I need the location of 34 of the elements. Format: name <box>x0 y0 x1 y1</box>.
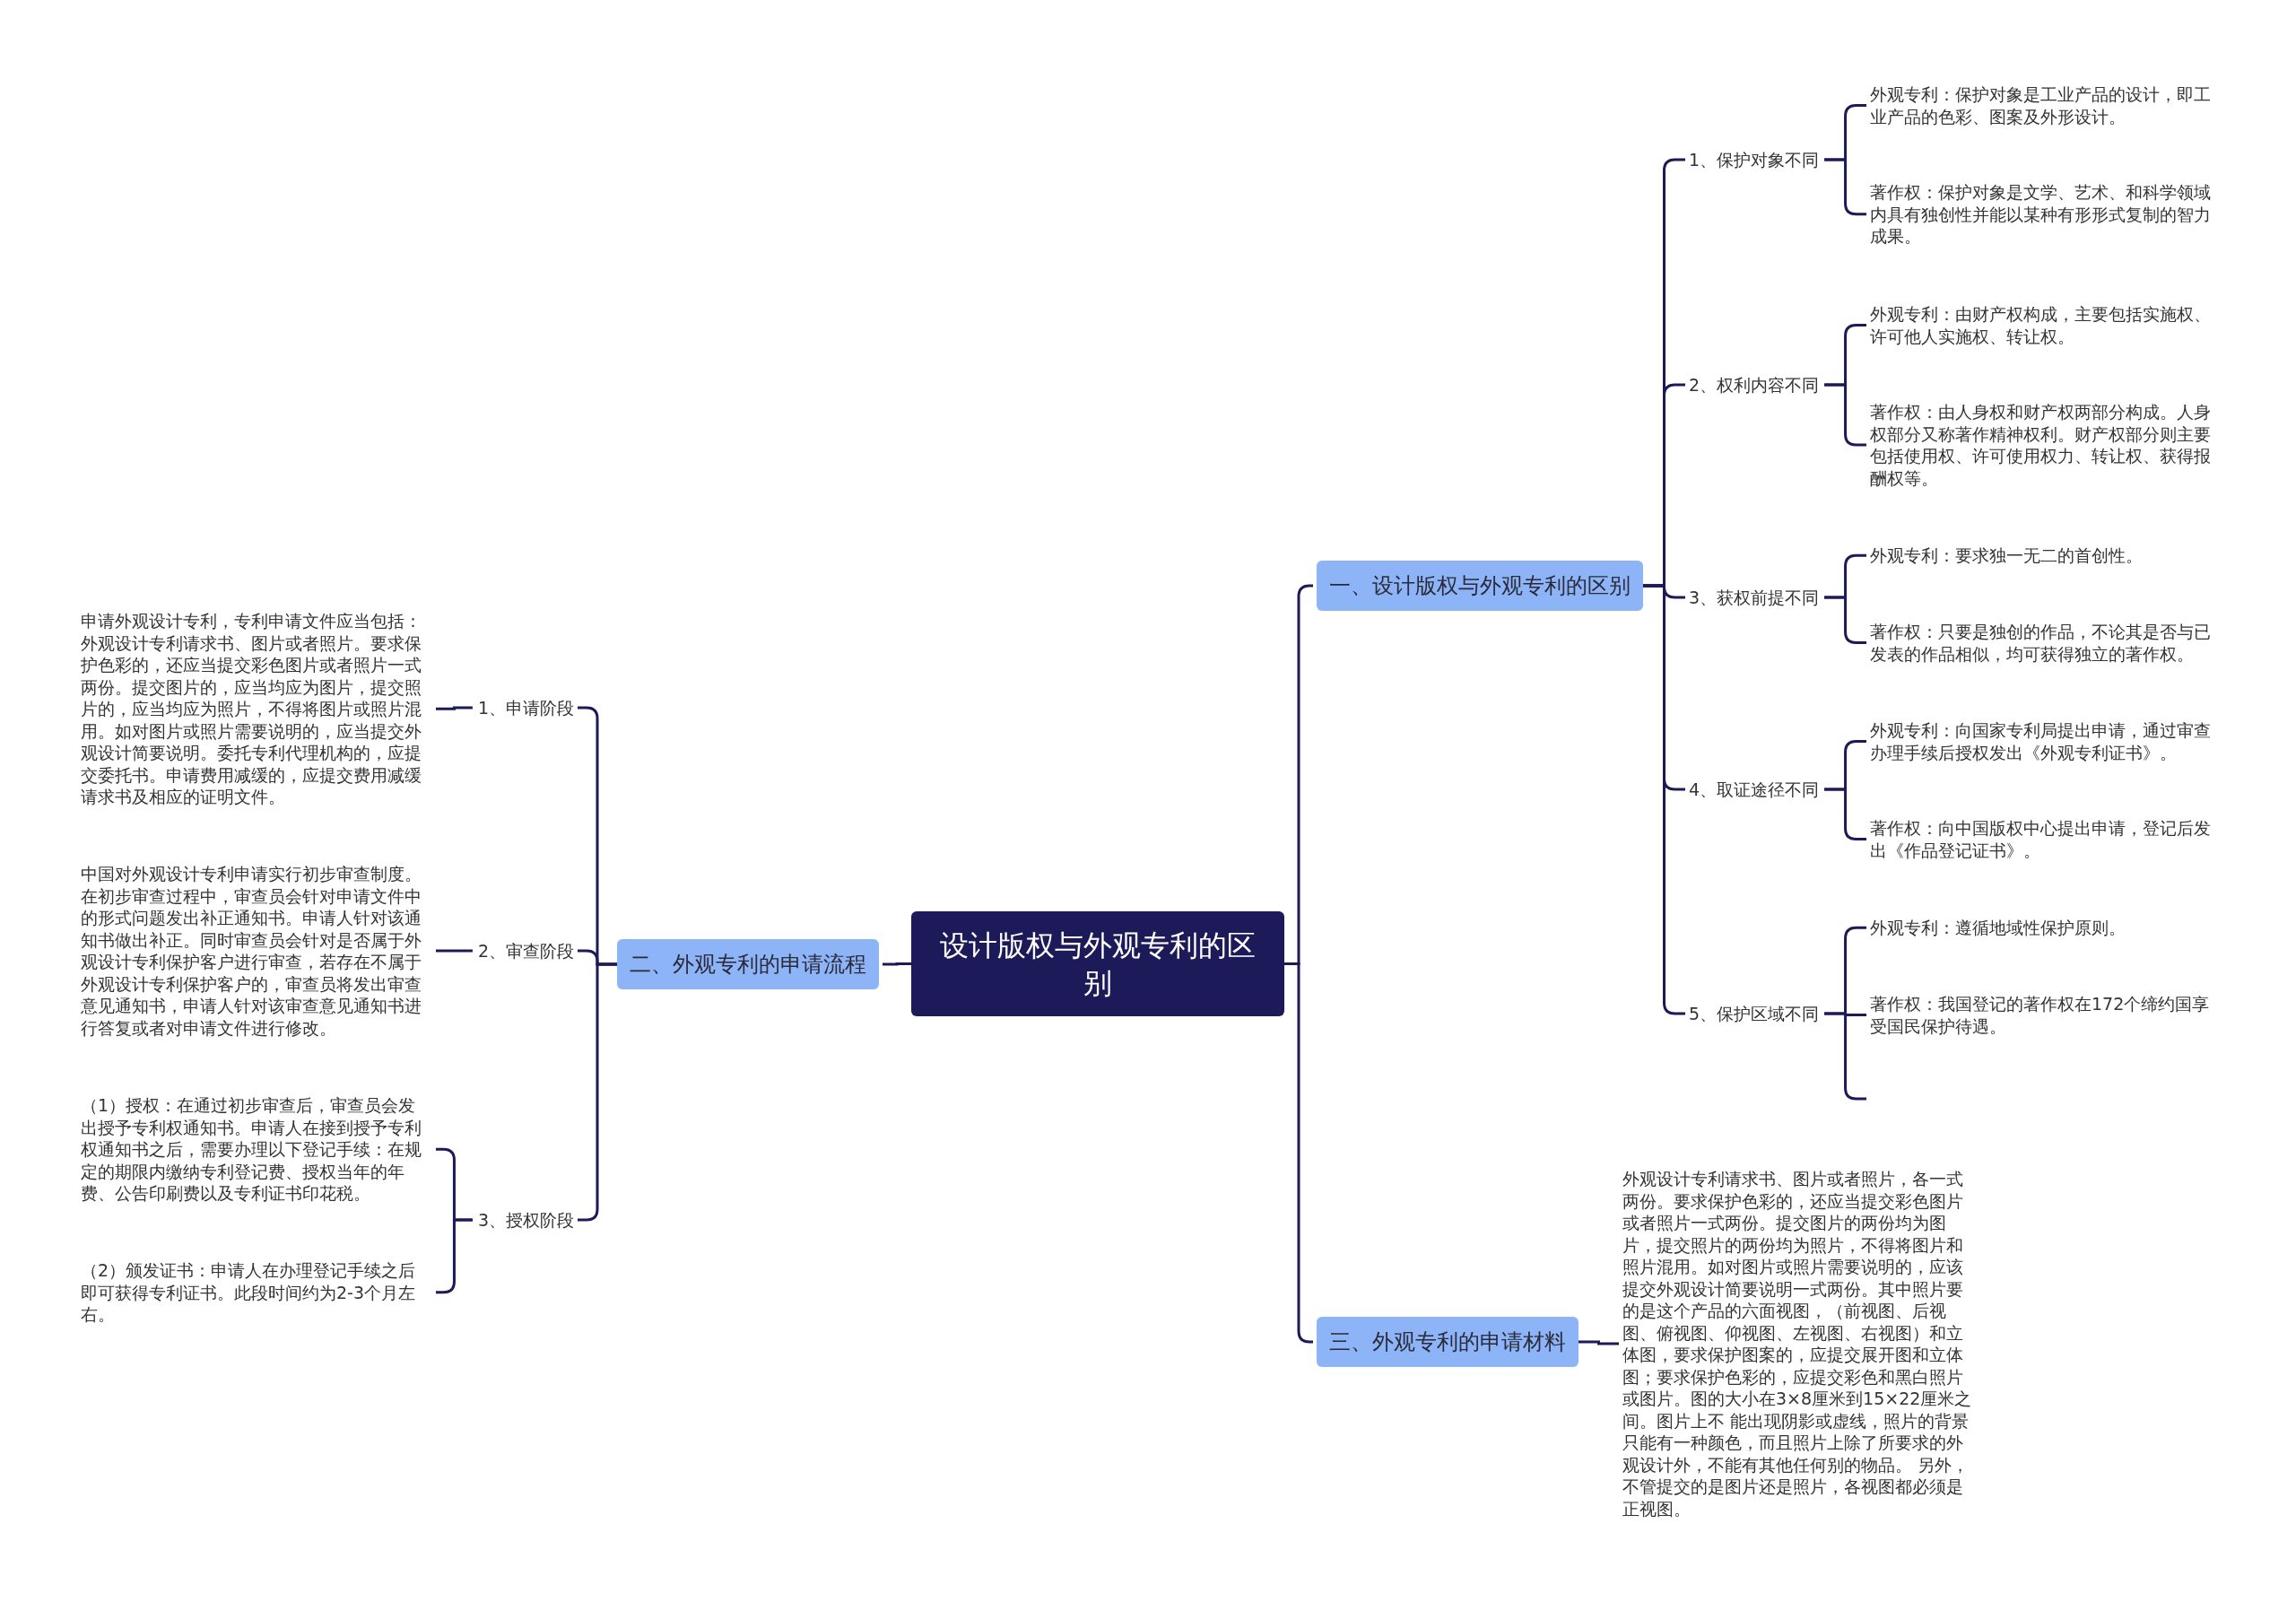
subtopic-text: 2、审查阶段 <box>477 940 574 962</box>
connector-line <box>883 962 911 966</box>
connector-line <box>436 949 473 953</box>
detail-text: 外观专利：由财产权构成，主要包括实施权、许可他人实施权、转让权。 <box>1870 303 2225 347</box>
branch-box: 三、外观专利的申请材料 <box>1317 1317 1578 1367</box>
connector-line <box>436 706 473 710</box>
connector-line <box>1284 962 1313 1344</box>
subtopic-text: 3、获权前提不同 <box>1689 587 1820 608</box>
detail-text: 外观专利：遵循地域性保护原则。 <box>1870 917 2225 939</box>
connector-line <box>1824 1012 1866 1016</box>
detail-text: 著作权：由人身权和财产权两部分构成。人身权部分又称著作精神权利。财产权部分则主要包括使用权、许可使用权力、转让权、获得报酬权等。 <box>1870 401 2225 489</box>
central-topic-box: 设计版权与外观专利的区别 <box>911 911 1284 1016</box>
detail-text: 申请外观设计专利，专利申请文件应当包括：外观设计专利请求书、图片或者照片。要求保护色彩的，还应当提交彩色图片或者照片一式两份。提交图片的，应当均应为图片，提交照片的，应当均应为照片，不得将图片或照片混用。如对图片或照片需要说明的，应当提交外观设计简要说明。委托专利代理机构的，应提交委托书。申请费用减缓的，应提交费用减缓请求书及相应的证明文件。 <box>81 610 432 808</box>
detail-text: （1）授权：在通过初步审查后，审查员会发出授予专利权通知书。申请人在接到授予专利权通知书之后，需要办理以下登记手续：在规定的期限内缴纳专利登记费、授权当年的年费、公告印刷费以及专利证书印花税。 <box>81 1094 432 1205</box>
detail-text: 著作权：只要是独创的作品，不论其是否与已发表的作品相似，均可获得独立的著作权。 <box>1870 621 2225 665</box>
branch-box: 二、外观专利的申请流程 <box>617 939 879 989</box>
subtopic-text: 2、权利内容不同 <box>1689 374 1820 396</box>
subtopic-text: 3、授权阶段 <box>477 1209 574 1231</box>
detail-text: （2）颁发证书：申请人在办理登记手续之后即可获得专利证书。此段时间约为2-3个月左右。 <box>81 1259 432 1326</box>
detail-text: 外观专利：保护对象是工业产品的设计，即工业产品的色彩、图案及外形设计。 <box>1870 83 2225 127</box>
detail-text: 著作权：我国登记的著作权在172个缔约国享受国民保护待遇。 <box>1870 993 2225 1037</box>
detail-text: 著作权：向中国版权中心提出申请，登记后发出《作品登记证书》。 <box>1870 817 2225 861</box>
subtopic-text: 4、取证途径不同 <box>1689 779 1820 800</box>
detail-text: 著作权：保护对象是文学、艺术、和科学领域内具有独创性并能以某种有形形式复制的智力成果。 <box>1870 181 2225 248</box>
connector-line <box>1578 1340 1619 1345</box>
subtopic-text: 1、保护对象不同 <box>1689 149 1820 170</box>
subtopic-text: 1、申请阶段 <box>477 697 574 718</box>
connector-line <box>1824 596 1866 644</box>
branch-box: 一、设计版权与外观专利的区别 <box>1317 561 1643 611</box>
detail-text: 外观专利：向国家专利局提出申请，通过审查办理手续后授权发出《外观专利证书》。 <box>1870 719 2225 763</box>
detail-text: 中国对外观设计专利申请实行初步审查制度。在初步审查过程中，审查员会针对申请文件中的形式问题发出补正通知书。申请人针对该通知书做出补正。同时审查员会针对是否属于外观设计专利保护客户进行审查，若存在不属于外观设计专利保护客户的，审查员将发出审查意见通知书，申请人针对该审查意见通知书进行答复或者对申请文件进行修改。 <box>81 863 432 1039</box>
detail-text: 外观专利：要求独一无二的首创性。 <box>1870 544 2225 567</box>
subtopic-text: 5、保护区域不同 <box>1689 1003 1820 1024</box>
detail-text: 外观设计专利请求书、图片或者照片，各一式两份。要求保护色彩的，还应当提交彩色图片或者照片一式两份。提交图片的两份均为图片，提交照片的两份均为照片，不得将图片和照片混用。如对图片或照片需要说明的，应该提交外观设计简要说明一式两份。其中照片要的是这个产品的六面视图，（前视图、后视图、俯视图、仰视图、左视图、右视图）和立体图，要求保护图案的，应提交展开图和立体图；要求保护色彩的，应提交彩色和黑白照片或图片。图的大小在3×8厘米到15×22厘米之间。图片上不 能出现阴影或虚线，照片的背景只能有一种颜色，而且照片上除了所要求的外观设计外，不能有其他任何别的物品。 另外，不管提交的是图片还是照片，各视图都必须是正视图。 <box>1622 1168 1974 1519</box>
